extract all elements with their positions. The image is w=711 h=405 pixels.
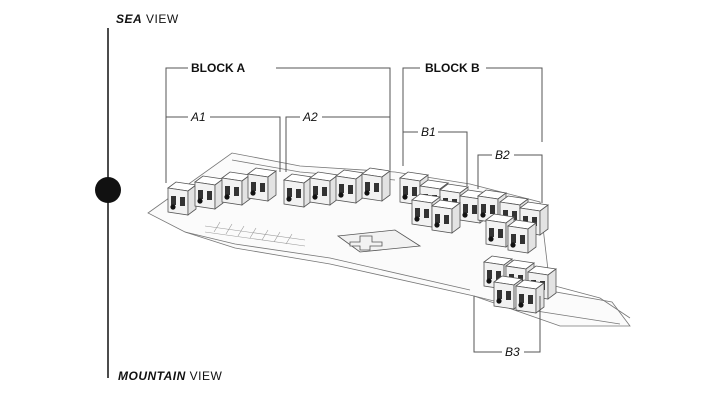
sub-block-a2-label: A2 [302, 110, 318, 124]
sea-view-label-bold: SEA [116, 12, 143, 26]
block-a-bracket-left [165, 67, 188, 183]
parking-area [204, 221, 306, 247]
villa-a2-unit [360, 167, 392, 202]
villa-a1-unit [193, 175, 225, 210]
sub-block-b1-label: B1 [421, 125, 436, 139]
villa-b2-unit [506, 219, 538, 254]
block-a-label: BLOCK A [191, 61, 246, 75]
sea-view-label: SEA VIEW [116, 12, 179, 26]
mountain-view-label: MOUNTAIN VIEW [118, 369, 222, 383]
villa-a1-unit [246, 167, 278, 202]
mountain-view-label-bold: MOUNTAIN [118, 369, 186, 383]
villa-b3-unit [514, 279, 546, 314]
sub-block-a1-label: A1 [190, 110, 206, 124]
sea-view-label-rest: VIEW [142, 12, 179, 26]
villa-a1-unit [166, 181, 198, 216]
villa-b1-unit [430, 199, 462, 234]
buildings-group [166, 167, 558, 314]
mountain-view-label-rest: VIEW [185, 369, 223, 383]
central-plaza [336, 229, 422, 253]
view-axis-marker [95, 177, 121, 203]
sub-block-b2-label: B2 [495, 148, 510, 162]
block-a-bracket-right [276, 67, 391, 170]
villa-a2-unit [334, 169, 366, 204]
sub-block-b3-label: B3 [505, 345, 520, 359]
villa-a2-unit [308, 171, 340, 206]
villa-a1-unit [220, 171, 252, 206]
block-b-label: BLOCK B [425, 61, 480, 75]
villa-a2-unit [282, 173, 314, 208]
bracket-lines [165, 67, 543, 353]
